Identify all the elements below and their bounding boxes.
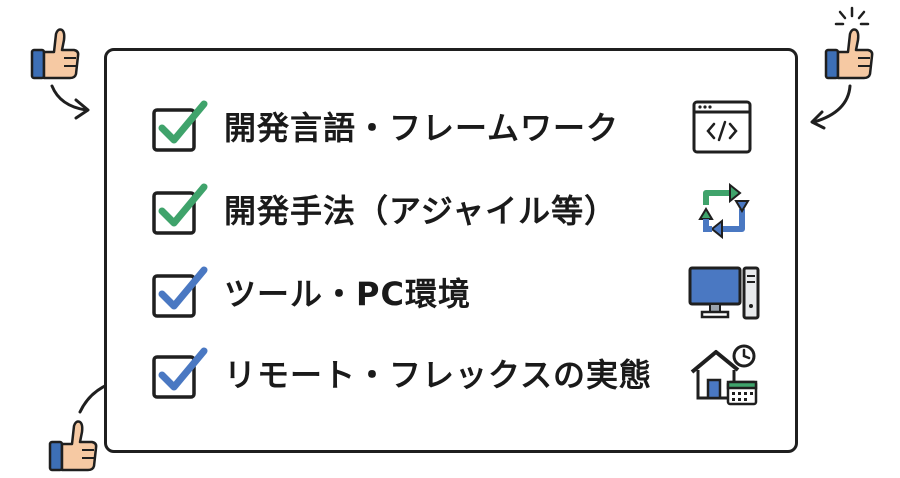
checked-box-icon [152,347,208,399]
thumbs-up-icon-top-left [30,28,80,80]
checklist-item-tools: ツール・PC環境 [150,266,770,322]
checklist-item-label: リモート・フレックスの実態 [224,356,653,394]
checklist-item-label: ツール・PC環境 [224,275,471,313]
checked-box-icon [152,183,208,235]
cycle-arrows-icon [698,182,750,240]
home-schedule-icon [690,344,758,406]
checklist-item-label: 開発言語・フレームワーク [224,109,620,147]
checklist-item-method: 開発手法（アジャイル等） [150,182,770,240]
desktop-computer-icon [688,266,760,320]
checklist-item-remote: リモート・フレックスの実態 [150,344,770,406]
thumbs-up-icon-top-right [824,28,874,80]
code-window-icon [692,100,752,154]
checked-box-icon [152,266,208,318]
checked-box-icon [152,100,208,152]
sparkle-icon [834,6,870,26]
curved-arrow-icon-top-right [810,84,852,130]
checklist-item-language: 開発言語・フレームワーク [150,100,770,156]
checklist-item-label: 開発手法（アジャイル等） [224,192,618,230]
checklist-card [104,48,798,453]
thumbs-up-icon-bottom-left [48,420,98,472]
curved-arrow-icon-top-left [50,84,90,120]
